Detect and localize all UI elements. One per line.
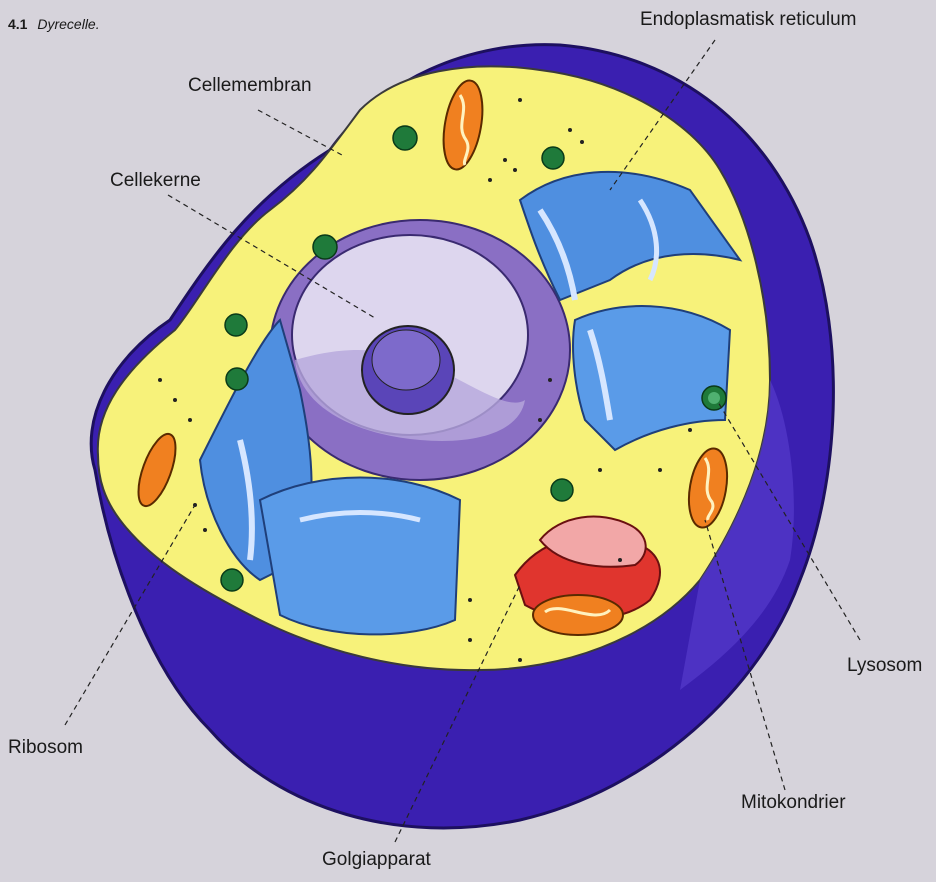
- label-ribosom: Ribosom: [8, 737, 83, 759]
- nucleolus-core: [372, 330, 440, 390]
- leader-cellemembran: [258, 110, 342, 155]
- label-cellemembran: Cellemembran: [188, 75, 312, 97]
- label-lysosom: Lysosom: [847, 655, 922, 677]
- label-endoplasmatisk-reticulum: Endoplasmatisk reticulum: [640, 9, 856, 31]
- label-mitokondrier: Mitokondrier: [741, 792, 846, 814]
- label-golgiapparat: Golgiapparat: [322, 849, 431, 871]
- label-cellekerne: Cellekerne: [110, 170, 201, 192]
- lysosome-highlighted: [708, 392, 720, 404]
